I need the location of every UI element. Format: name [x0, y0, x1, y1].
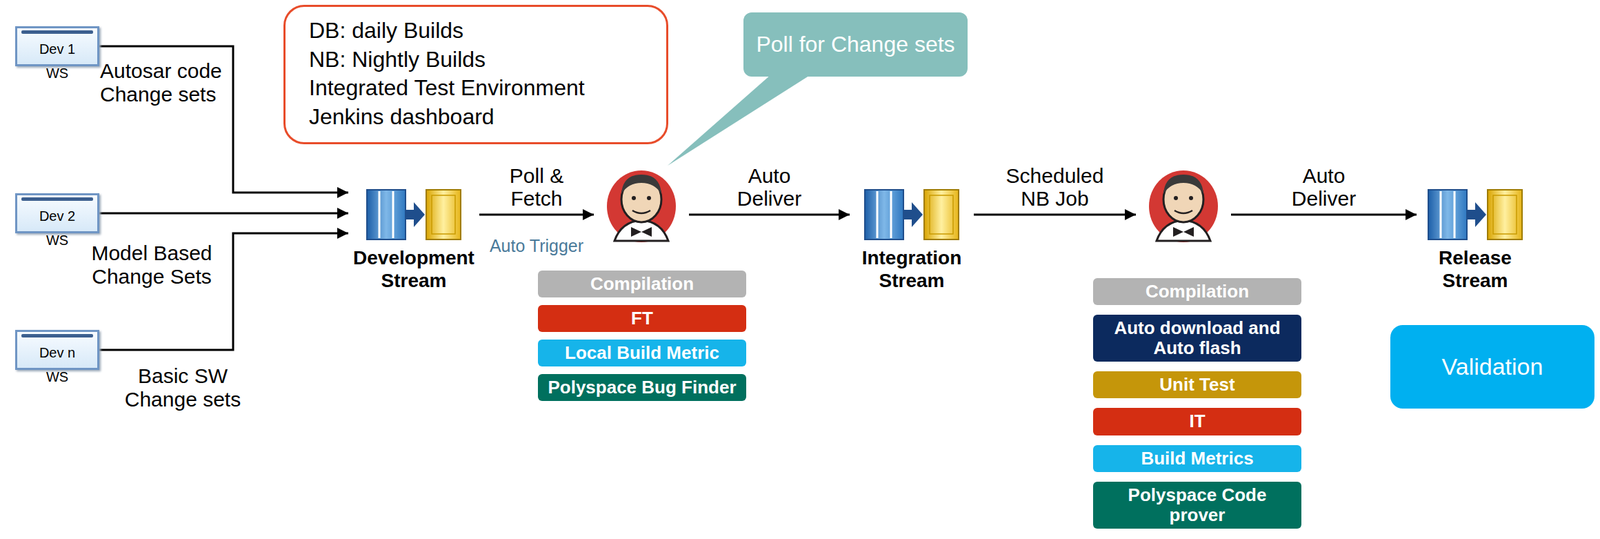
workstation: Dev 1WS: [15, 26, 100, 67]
node-text: Dev n: [39, 344, 76, 360]
jenkins-icon: [1135, 163, 1232, 245]
workstation: Dev nWS: [15, 329, 100, 370]
task-box: Local Build Metric: [537, 339, 747, 367]
node-text: NB: Nightly Builds: [308, 45, 646, 75]
node-text: Auto download and Auto flash: [1100, 317, 1295, 358]
task-box: IT: [1093, 407, 1302, 435]
node-text: WS: [17, 368, 98, 385]
jenkins-icon: [593, 163, 689, 245]
stream-icon: [1425, 186, 1525, 243]
connector-arrow: [973, 213, 1136, 216]
task-box: Auto download and Auto flash: [1093, 314, 1302, 362]
task-box: Polyspace Bug Finder: [537, 373, 747, 401]
node-text: Compilation: [1145, 281, 1249, 302]
stream-repository: Release Stream: [1416, 186, 1534, 292]
window-bar: [21, 333, 94, 338]
connector-arrow: [479, 213, 594, 216]
trigger-note: Auto Trigger: [489, 236, 584, 256]
jenkins-server: [1135, 163, 1232, 245]
node-text: WS: [17, 232, 98, 248]
window-bar: [21, 30, 94, 34]
jenkins-server: [593, 163, 689, 245]
edge-label: Auto Deliver: [1279, 164, 1369, 211]
node-text: DB: daily Builds: [308, 16, 646, 46]
note-box: DB: daily BuildsNB: Nightly BuildsIntegr…: [283, 4, 669, 145]
workstation: Dev 2WS: [15, 193, 100, 234]
task-box: Build Metrics: [1093, 444, 1302, 472]
node-text: Validation: [1442, 353, 1544, 380]
stream-repository: Integration Stream: [849, 186, 974, 292]
node-text: Dev 1: [39, 41, 76, 57]
node-text: Integrated Test Environment: [308, 73, 646, 103]
node-text: Build Metrics: [1140, 448, 1254, 469]
task-box: Unit Test: [1093, 371, 1302, 398]
node-text: Integration Stream: [849, 246, 974, 292]
connector-arrow: [688, 213, 850, 216]
node-text: Poll for Change sets: [755, 31, 955, 58]
edge-label: Basic SW Change sets: [124, 364, 242, 411]
edge-label: Scheduled NB Job: [996, 164, 1114, 211]
node-text: Dev 2: [39, 208, 76, 224]
edge-label: Auto Deliver: [724, 164, 815, 211]
task-box: FT: [537, 304, 747, 332]
node-text: Development Stream: [348, 246, 480, 292]
node-text: Release Stream: [1416, 246, 1534, 292]
node-text: FT: [631, 308, 654, 329]
task-box: Polyspace Code prover: [1093, 481, 1302, 529]
stream-icon: [862, 186, 962, 243]
edge-label: Poll & Fetch: [495, 164, 578, 211]
node-text: Polyspace Bug Finder: [547, 377, 736, 398]
connector-arrow: [1231, 213, 1417, 216]
node-text: Polyspace Code prover: [1100, 484, 1295, 525]
stream-repository: Development Stream: [348, 186, 480, 292]
window-bar: [21, 197, 94, 201]
node-text: Compilation: [590, 273, 694, 294]
edge-label: Model Based Change Sets: [75, 241, 228, 288]
callout-tail: [667, 74, 812, 166]
node-text: Unit Test: [1159, 374, 1235, 395]
validation-box: Validation: [1390, 324, 1595, 409]
task-box: Compilation: [537, 270, 747, 298]
callout-bubble: Poll for Change sets: [743, 12, 968, 77]
task-box: Compilation: [1093, 277, 1302, 305]
node-text: IT: [1188, 411, 1205, 432]
node-text: WS: [17, 65, 98, 81]
stream-icon: [364, 186, 464, 243]
connector-arrow: [99, 212, 349, 215]
node-text: Local Build Metric: [564, 342, 720, 363]
edge-label: Autosar code Change sets: [100, 59, 232, 106]
node-text: Jenkins dashboard: [308, 102, 646, 132]
